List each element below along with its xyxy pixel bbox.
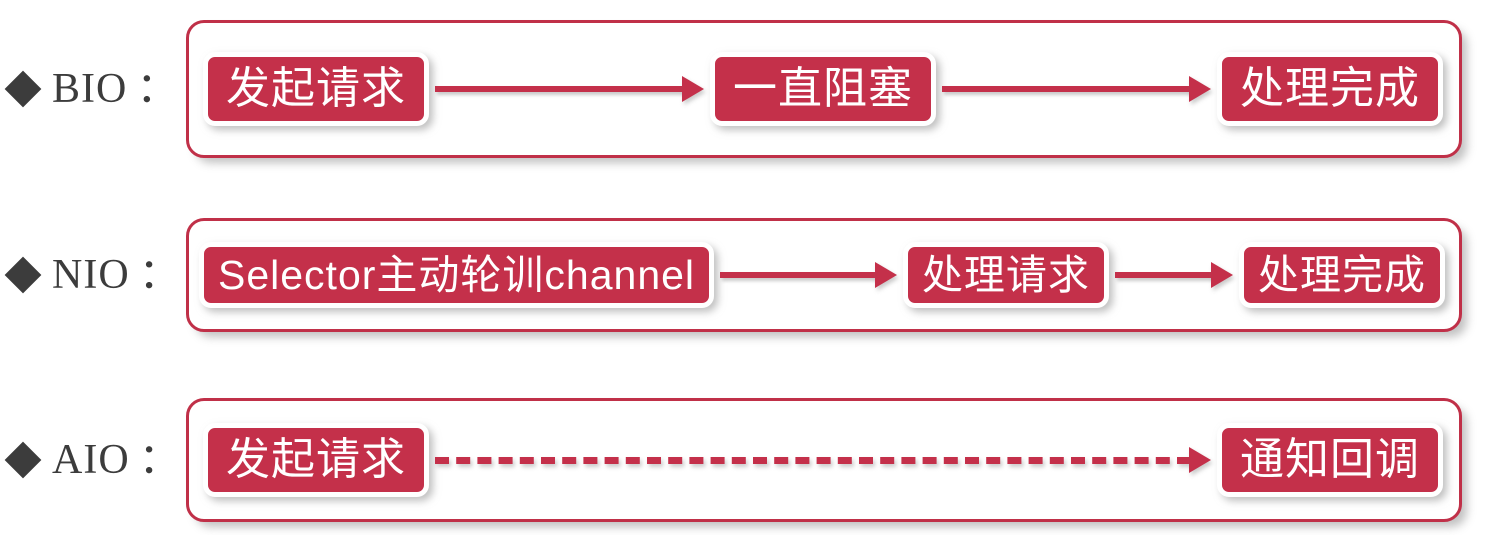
row-label-text: AIO <box>52 437 130 483</box>
flow-arrow-dashed <box>435 447 1211 473</box>
flow-node[interactable]: 处理请求 <box>902 242 1109 308</box>
arrow-shaft <box>435 86 684 92</box>
arrow-head-icon <box>1189 76 1211 102</box>
diagram-row-nio: NIO ： Selector主动轮训channel 处理请求 处理完成 <box>0 212 1498 338</box>
diamond-bullet-icon <box>4 441 42 479</box>
flow-arrow-solid <box>942 76 1211 102</box>
flow-node[interactable]: 发起请求 <box>203 52 429 126</box>
flow-track-aio: 发起请求 通知回调 <box>186 398 1462 522</box>
row-label-aio: AIO ： <box>0 439 186 481</box>
arrow-shaft <box>1114 272 1213 278</box>
flow-node-label: 处理完成 <box>1240 64 1420 113</box>
row-label-bio: BIO ： <box>0 68 186 110</box>
diamond-bullet-icon <box>4 256 42 294</box>
row-label-colon: ： <box>138 252 181 298</box>
arrow-head-icon <box>682 76 704 102</box>
flow-arrow-solid <box>720 262 897 288</box>
flow-node-label: 发起请求 <box>226 435 406 484</box>
arrow-head-icon <box>1211 262 1233 288</box>
flow-node[interactable]: 处理完成 <box>1239 242 1445 308</box>
flow-node-label: 通知回调 <box>1240 435 1420 484</box>
flow-arrow-solid <box>1114 262 1233 288</box>
flow-node[interactable]: 处理完成 <box>1217 52 1443 126</box>
flow-node[interactable]: 通知回调 <box>1217 423 1443 497</box>
arrow-head-icon <box>874 262 897 288</box>
flow-node-label: Selector主动轮训channel <box>218 251 696 298</box>
flow-node[interactable]: Selector主动轮训channel <box>199 242 715 308</box>
arrow-shaft-dashed <box>435 456 1191 464</box>
flow-track-nio: Selector主动轮训channel 处理请求 处理完成 <box>186 218 1462 332</box>
flow-arrow-solid <box>435 76 704 102</box>
flow-node[interactable]: 发起请求 <box>203 423 429 497</box>
flow-node-label: 发起请求 <box>226 64 406 113</box>
row-label-nio: NIO ： <box>0 254 186 296</box>
flow-node-label: 处理请求 <box>921 251 1090 298</box>
row-label-colon: ： <box>136 66 179 112</box>
arrow-shaft <box>942 86 1191 92</box>
diagram-row-bio: BIO ： 发起请求 一直阻塞 处理完成 <box>0 14 1498 164</box>
flow-track-bio: 发起请求 一直阻塞 处理完成 <box>186 20 1462 158</box>
diagram-row-aio: AIO ： 发起请求 通知回调 <box>0 390 1498 530</box>
diamond-bullet-icon <box>4 70 42 108</box>
arrow-head-icon <box>1189 447 1211 473</box>
flow-node-label: 处理完成 <box>1258 251 1426 298</box>
arrow-shaft <box>720 272 877 278</box>
flow-node[interactable]: 一直阻塞 <box>710 52 936 126</box>
flow-node-label: 一直阻塞 <box>733 64 913 113</box>
row-label-text: BIO <box>52 66 128 112</box>
row-label-text: NIO <box>52 252 130 298</box>
row-label-colon: ： <box>138 437 181 483</box>
